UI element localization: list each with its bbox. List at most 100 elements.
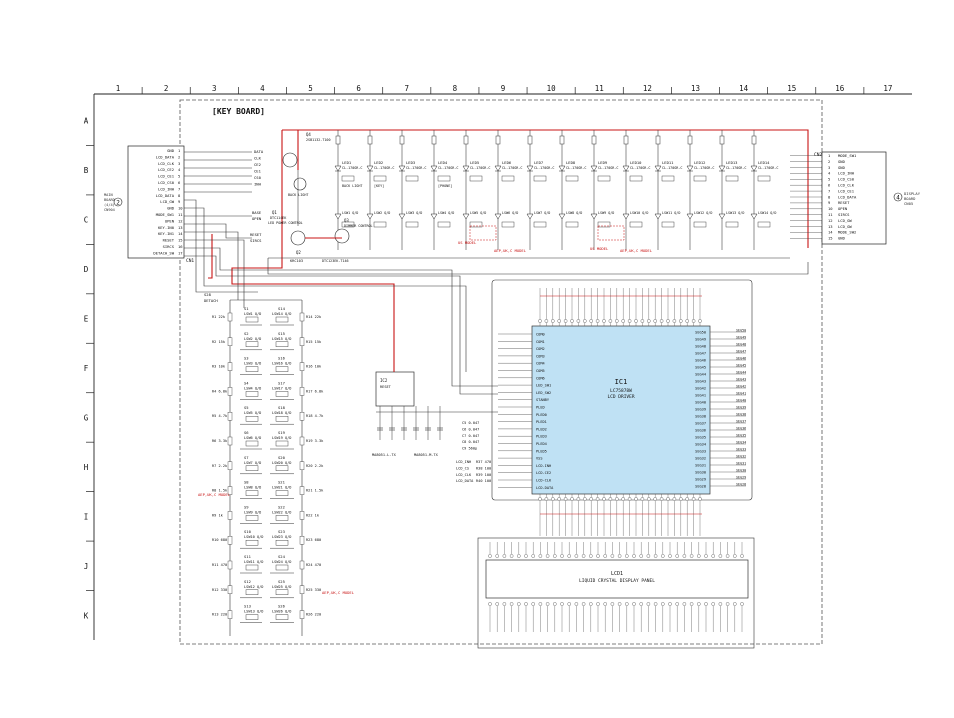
switch-key-box bbox=[275, 540, 289, 546]
row-label: C bbox=[84, 216, 89, 225]
switch-key-box bbox=[275, 564, 289, 571]
signal-input-label: LCD_INH bbox=[456, 460, 471, 464]
switch-resistor-body bbox=[227, 362, 233, 371]
led-ref: LED8 bbox=[566, 160, 576, 165]
switch-label: LSW22 Q/D bbox=[272, 510, 291, 514]
led-ref: LED14 bbox=[758, 160, 770, 165]
switch-ref: S24 bbox=[278, 554, 286, 559]
ic-left-pin-label: STANBY bbox=[536, 398, 550, 402]
led-key-box bbox=[565, 175, 579, 182]
led-resistor bbox=[591, 135, 597, 145]
reset-ic-label: RESET bbox=[380, 385, 392, 389]
net-label: OPEN bbox=[252, 216, 262, 221]
left-connector-pin-number: 6 bbox=[178, 180, 181, 185]
lcd-pin-top bbox=[509, 554, 514, 558]
transistor-q4 bbox=[293, 177, 307, 191]
model-note-box bbox=[597, 225, 625, 241]
lcd-pin-bottom bbox=[668, 602, 672, 606]
lcd-pin-bottom bbox=[531, 602, 535, 606]
lcd-pin-bottom bbox=[711, 602, 715, 606]
switch-ref: S3 bbox=[244, 356, 249, 361]
ic-bottom-pin-dot bbox=[666, 497, 670, 501]
led-key-box bbox=[373, 175, 387, 182]
switch-resistor: R7 2.2k bbox=[212, 464, 228, 468]
left-connector-pin-number: 12 bbox=[178, 218, 183, 223]
led-symbol bbox=[494, 165, 502, 172]
switch-key-box bbox=[245, 490, 259, 496]
right-connector-ref-mark: 4 bbox=[896, 195, 900, 202]
lcd-pin-bottom bbox=[567, 602, 571, 606]
ic-left-pin-label: PLED5 bbox=[536, 449, 547, 453]
ic-top-pin-dot bbox=[679, 319, 683, 323]
left-connector-pin-number: 11 bbox=[178, 212, 183, 217]
transistor-ref: Q2 bbox=[296, 250, 301, 255]
led-key-box bbox=[661, 175, 675, 182]
ic-left-pin-label: PLED0 bbox=[536, 413, 547, 417]
switch-ref: S25 bbox=[278, 579, 285, 584]
right-connector-pin-label: RESET bbox=[838, 200, 850, 205]
ic-right-net-label: SEG46 bbox=[736, 357, 746, 361]
lcd-pin-bottom bbox=[610, 602, 615, 606]
ic-right-pin-label: SEG32 bbox=[695, 457, 706, 461]
lcd-pin-top bbox=[725, 554, 730, 558]
transistor-ref: Q4 bbox=[306, 132, 311, 137]
ic-left-pin-label: COM6 bbox=[536, 376, 545, 380]
switch-resistor-body bbox=[227, 536, 233, 545]
led-switch-box bbox=[341, 221, 355, 228]
ic-right-pin-label: SEG31 bbox=[695, 464, 706, 468]
grid-frame bbox=[93, 93, 912, 640]
switch-ref: S13 bbox=[244, 604, 251, 609]
led-switch-symbol bbox=[590, 213, 598, 220]
switch-ref: S14 bbox=[278, 306, 286, 311]
ic-right-net-label: SEG36 bbox=[736, 427, 746, 431]
left-connector-pin-label: LCD_CE1 bbox=[158, 174, 175, 179]
lcd-pin-bottom bbox=[625, 602, 629, 606]
led-part: CL-170GR-C bbox=[342, 166, 362, 170]
switch-label: LSW25 Q/D bbox=[272, 585, 291, 589]
switch-resistor: R16 10k bbox=[306, 365, 322, 369]
lcd-pin-top bbox=[668, 554, 672, 558]
right-connector-pin-label: SIRCS bbox=[838, 212, 850, 217]
switch-label: LSW24 Q/D bbox=[272, 560, 291, 564]
switch-resistor-body bbox=[227, 461, 233, 470]
right-connector-body bbox=[821, 151, 887, 245]
switch-resistor-body bbox=[299, 536, 305, 545]
lcd-pin-top bbox=[502, 554, 507, 558]
reset-ic-body bbox=[375, 371, 415, 407]
switch-label: LSW10 Q/D bbox=[244, 535, 263, 539]
switch-label: LSW26 Q/D bbox=[272, 610, 291, 614]
switch-ref: S23 bbox=[278, 529, 285, 534]
ic-right-pin-label: SEG35 bbox=[695, 436, 706, 440]
switch-key-box bbox=[275, 341, 289, 347]
switch-resistor: R9 1k bbox=[212, 513, 224, 517]
left-connector-board-note: CN904 bbox=[104, 208, 115, 212]
right-connector-pin-number: 15 bbox=[828, 236, 833, 241]
switch-key-box bbox=[275, 614, 289, 620]
switch-key-box bbox=[245, 416, 259, 422]
led-note: BACK LIGHT bbox=[342, 184, 362, 188]
lcd-pin-bottom bbox=[560, 602, 564, 606]
switch-key-box bbox=[275, 515, 289, 521]
led-switch-symbol bbox=[622, 213, 630, 220]
ic-left-pin-label: LCD-INH bbox=[536, 464, 551, 468]
left-connector-pin-number: 2 bbox=[178, 154, 180, 159]
switch-resistor: R1 22k bbox=[212, 315, 226, 319]
ic-right-pin-label: SEG50 bbox=[695, 331, 706, 335]
led-switch-symbol bbox=[718, 213, 726, 220]
switch-resistor: R22 1k bbox=[306, 513, 320, 517]
transistor-q1 bbox=[290, 230, 306, 246]
switch-ref: S19 bbox=[278, 430, 286, 435]
ic-right-pin-label: SEG30 bbox=[695, 471, 706, 475]
led-part: CL-170GR-C bbox=[502, 166, 522, 170]
led-switch-box bbox=[693, 221, 707, 228]
left-connector-pin-label: LCD_CS0 bbox=[158, 180, 175, 185]
ic-right-net-label: SEG37 bbox=[736, 420, 746, 424]
switch-ref: S8 bbox=[244, 480, 249, 485]
right-connector-pin-number: 2 bbox=[828, 159, 830, 164]
led-key-box bbox=[533, 175, 547, 182]
ic-left-pin-label: LCD-CLK bbox=[536, 479, 552, 483]
lcd-pin-bottom bbox=[603, 602, 607, 606]
switch-label: LSW11 Q/D bbox=[244, 560, 263, 564]
led-switch-box bbox=[533, 221, 547, 228]
switch-ref: S22 bbox=[278, 504, 285, 509]
